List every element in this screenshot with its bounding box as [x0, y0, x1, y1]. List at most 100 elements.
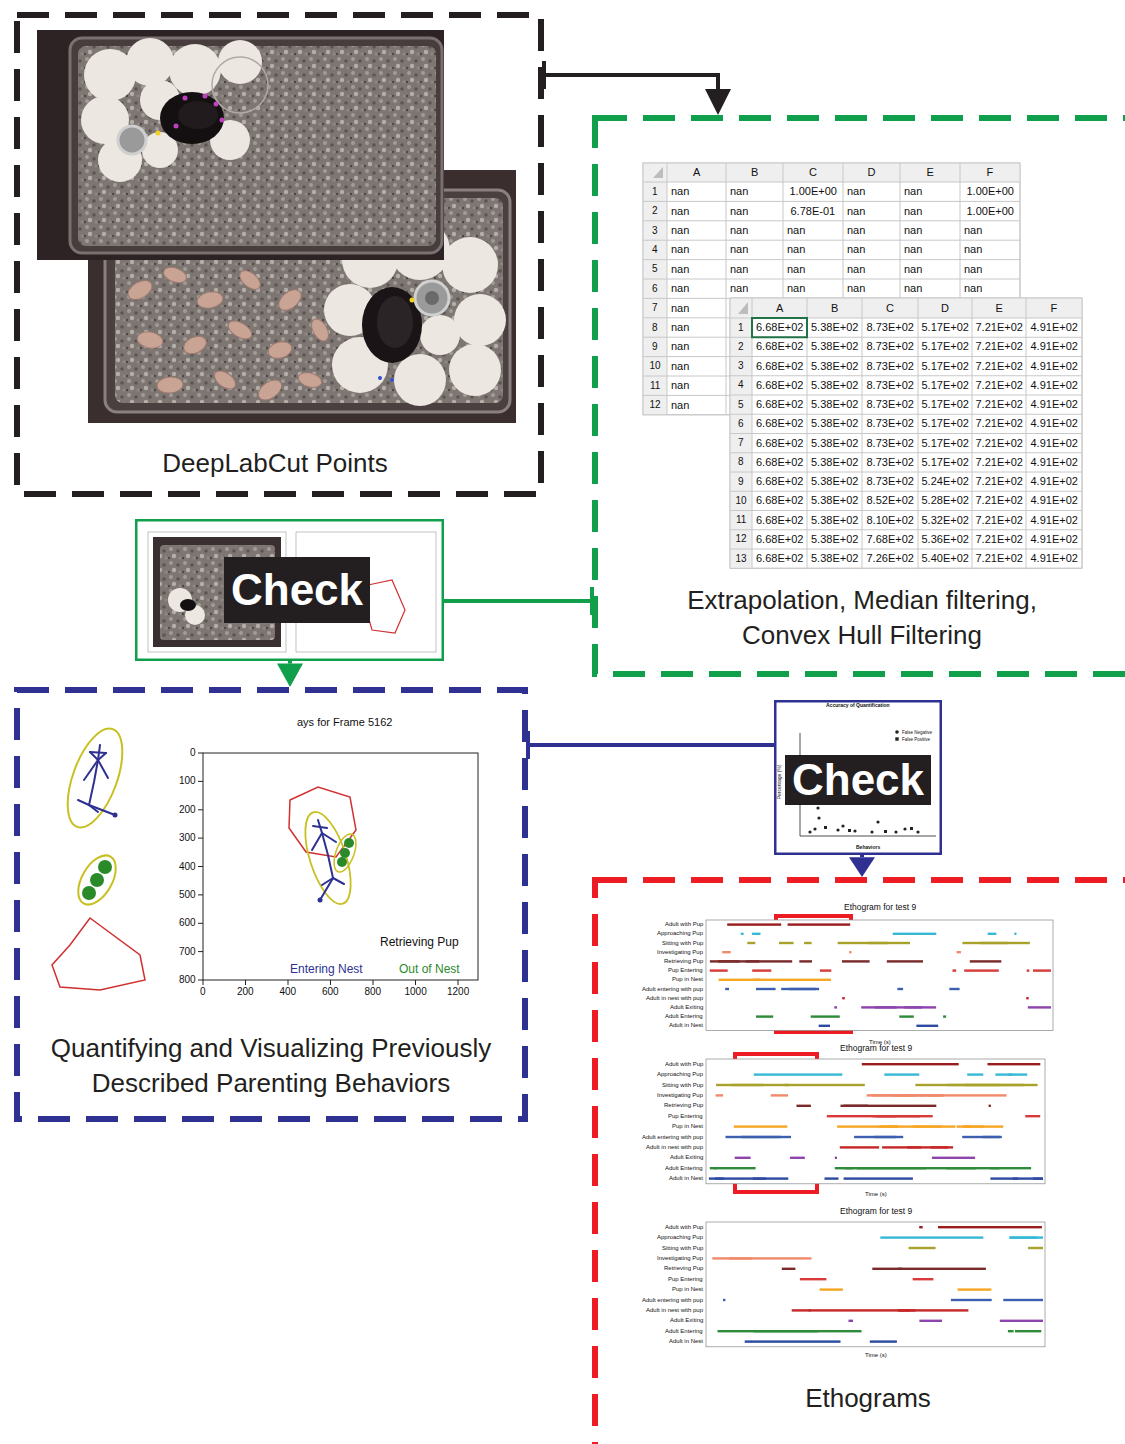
behavior-bar [915, 1084, 1000, 1086]
grid-line [643, 163, 1020, 164]
cage-photo [390, 378, 394, 382]
behavior-label: Out of Nest [399, 963, 460, 977]
table-cell: 8.73E+02 [867, 398, 914, 411]
check-box: Check [774, 700, 942, 855]
grid-line [730, 491, 1082, 492]
behavior-bar [752, 969, 771, 971]
behavior-bar [1026, 997, 1029, 999]
behavior-bar [804, 942, 812, 944]
table-cell: nan [671, 243, 689, 256]
table-cell: 6.68E+02 [756, 437, 803, 450]
behavior-bar [840, 1146, 879, 1148]
behavior-bar [727, 923, 781, 925]
process-panel: DeepLabCut Points [14, 12, 544, 497]
behavior-bar [716, 1094, 724, 1096]
spreadsheet [730, 298, 1082, 568]
behavior-bar [725, 988, 729, 990]
behavior-bar [928, 1094, 942, 1096]
grid-line [643, 182, 1020, 183]
axis-tick: 500 [179, 889, 196, 901]
cage-photo [196, 290, 224, 310]
grid-line [643, 259, 1020, 260]
chart-title: Accuracy of Quantification [826, 703, 890, 709]
axis-tick: Adult entering with pup [642, 986, 703, 993]
accuracy-chart [884, 830, 887, 833]
row-number: 1 [738, 322, 744, 334]
position-plot [198, 838, 203, 839]
table-cell: nan [904, 185, 922, 198]
behavior-bar [932, 1157, 975, 1159]
check-label: Check [785, 755, 931, 805]
behavior-bar [1008, 1330, 1014, 1332]
behavior-bar [797, 1105, 811, 1107]
behavior-bar [990, 1167, 1031, 1169]
table-cell: nan [730, 243, 748, 256]
legend-text: False Positive [902, 737, 930, 742]
row-number: 11 [650, 380, 660, 392]
column-header: E [996, 302, 1003, 315]
behavior-bar [919, 1320, 942, 1322]
behavior-bar [913, 1125, 956, 1127]
position-plot [289, 787, 356, 857]
table-cell: 5.36E+02 [922, 533, 969, 546]
connector-line [528, 743, 774, 747]
table-cell: 1.00E+00 [790, 185, 837, 198]
cage-photo [37, 30, 444, 260]
connector-line [860, 855, 864, 857]
panel-caption: Ethograms [718, 1381, 1018, 1416]
arrow-head [705, 89, 731, 115]
table-cell: 5.38E+02 [811, 417, 858, 430]
grid-line [643, 279, 1020, 280]
table-cell: 4.91E+02 [1031, 552, 1078, 565]
table-cell: 5.38E+02 [811, 398, 858, 411]
table-cell: nan [730, 205, 748, 218]
behavior-bar [1003, 1299, 1043, 1301]
panel-caption: DeepLabCut Points [14, 446, 536, 481]
behavior-bar [754, 1073, 843, 1075]
behavior-bar [877, 1115, 921, 1117]
cage-photo [156, 376, 183, 394]
table-cell: 4.91E+02 [1031, 533, 1078, 546]
table-cell: nan [730, 282, 748, 295]
behavior-bar [754, 1330, 862, 1332]
table-cell: 4.91E+02 [1031, 475, 1078, 488]
table-cell: 8.73E+02 [867, 321, 914, 334]
accuracy-chart [836, 828, 839, 831]
cage-photo [415, 281, 449, 315]
table-cell: 8.73E+02 [867, 437, 914, 450]
row-number: 2 [652, 205, 658, 217]
table-cell: nan [847, 205, 865, 218]
behavior-bar [779, 942, 794, 944]
behavior-bar [909, 1247, 936, 1249]
behavior-bar [819, 1025, 830, 1027]
axis-tick: Retrieving Pup [664, 1102, 703, 1109]
cage-photo [212, 57, 268, 113]
position-plot [198, 980, 203, 981]
box-outline [595, 880, 1125, 1444]
axis-tick: 600 [322, 986, 339, 998]
table-cell: 8.73E+02 [867, 417, 914, 430]
table-cell: 7.21E+02 [976, 379, 1023, 392]
table-cell: 1.00E+00 [967, 185, 1014, 198]
position-plot [198, 866, 203, 867]
table-cell: 6.68E+02 [756, 379, 803, 392]
behavior-bar [953, 969, 957, 971]
axis-tick: Approaching Pup [657, 930, 703, 937]
axis-tick: Approaching Pup [657, 1234, 703, 1241]
table-cell: 7.21E+02 [976, 360, 1023, 373]
grid-line [643, 240, 1020, 241]
axis-tick: 0 [200, 986, 206, 998]
check-box: Check [135, 519, 444, 661]
cage-photo [236, 267, 263, 293]
behavior-bar [916, 1025, 938, 1027]
accuracy-chart [824, 826, 827, 829]
pose-illustration [113, 813, 118, 818]
check-label: Check [224, 557, 370, 623]
table-cell: nan [904, 224, 922, 237]
axis-tick: 1000 [405, 986, 427, 998]
table-cell: 6.68E+02 [756, 514, 803, 527]
grid-line [730, 298, 1082, 299]
behavior-bar [710, 969, 728, 971]
position-plot [198, 894, 203, 895]
